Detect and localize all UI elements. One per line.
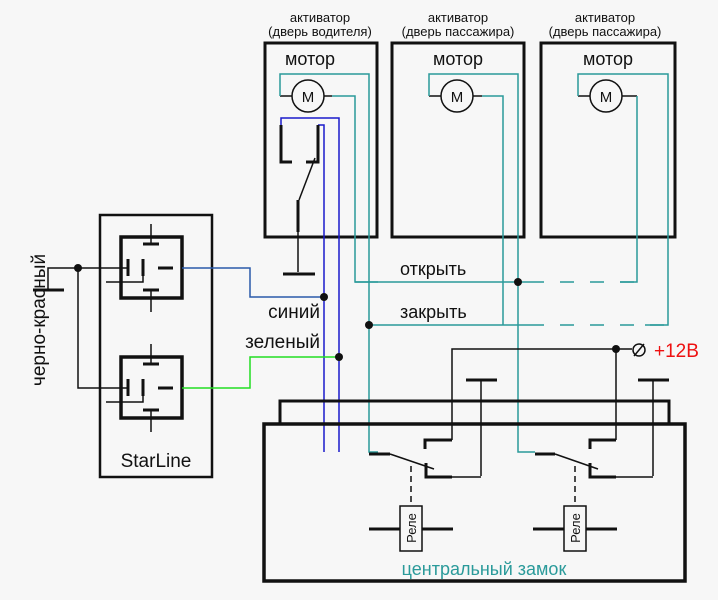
actuator-3-title-line1: активатор [575, 10, 635, 25]
lock-terminal-2 [638, 378, 669, 476]
relay-2-label: Реле [568, 513, 583, 543]
label-black-red: черно-красный [29, 254, 50, 386]
junction-open [514, 278, 522, 286]
actuator-2-title-line1: активатор [428, 10, 488, 25]
actuator-3-box [539, 41, 677, 239]
terminal-icon [632, 343, 646, 357]
lock-switch-2 [535, 438, 653, 506]
label-green: зеленый [245, 332, 320, 353]
door-switch [279, 117, 340, 452]
lock-terminal-1 [466, 378, 497, 476]
motor-3-icon: M [578, 79, 637, 113]
relay-coil-2: Реле [533, 505, 617, 552]
actuator-1-motor-label: мотор [285, 49, 335, 69]
relay-1-label: Реле [404, 513, 419, 543]
label-open: открыть [400, 259, 466, 279]
actuator-3-title-line2: (дверь пассажира) [549, 24, 662, 39]
junction-close [365, 321, 373, 329]
junction-blue [320, 293, 328, 301]
label-power: +12В [654, 341, 699, 362]
blue-wire [182, 267, 324, 298]
central-lock-top [278, 399, 671, 424]
actuator-2-motor-label: мотор [433, 49, 483, 69]
label-blue: синий [268, 302, 320, 323]
motor-2-icon: M [429, 79, 482, 113]
actuator-2-box [390, 41, 526, 239]
teal-wires [279, 73, 669, 453]
motor-1-icon: M [280, 79, 332, 113]
central-lock-box [262, 422, 687, 583]
actuator-1-title-line1: активатор [290, 10, 350, 25]
actuator-1-title-line2: (дверь водителя) [268, 24, 372, 39]
central-lock-label: центральный замок [402, 559, 567, 579]
starline-box [98, 213, 214, 479]
lock-switch-1 [369, 438, 481, 506]
relay-coil-1: Реле [369, 505, 453, 552]
label-close: закрыть [400, 302, 467, 322]
svg-text:M: M [302, 89, 315, 106]
actuator-1-box [263, 41, 379, 239]
svg-text:M: M [600, 89, 613, 106]
black-red-wire [33, 264, 128, 389]
starline-label: StarLine [121, 451, 192, 472]
actuator-3-motor-label: мотор [583, 49, 633, 69]
teal-dashed-wires [530, 281, 668, 326]
green-wire [182, 356, 339, 389]
svg-text:M: M [451, 89, 464, 106]
actuator-2-title-line2: (дверь пассажира) [402, 24, 515, 39]
junction-green [335, 353, 343, 361]
